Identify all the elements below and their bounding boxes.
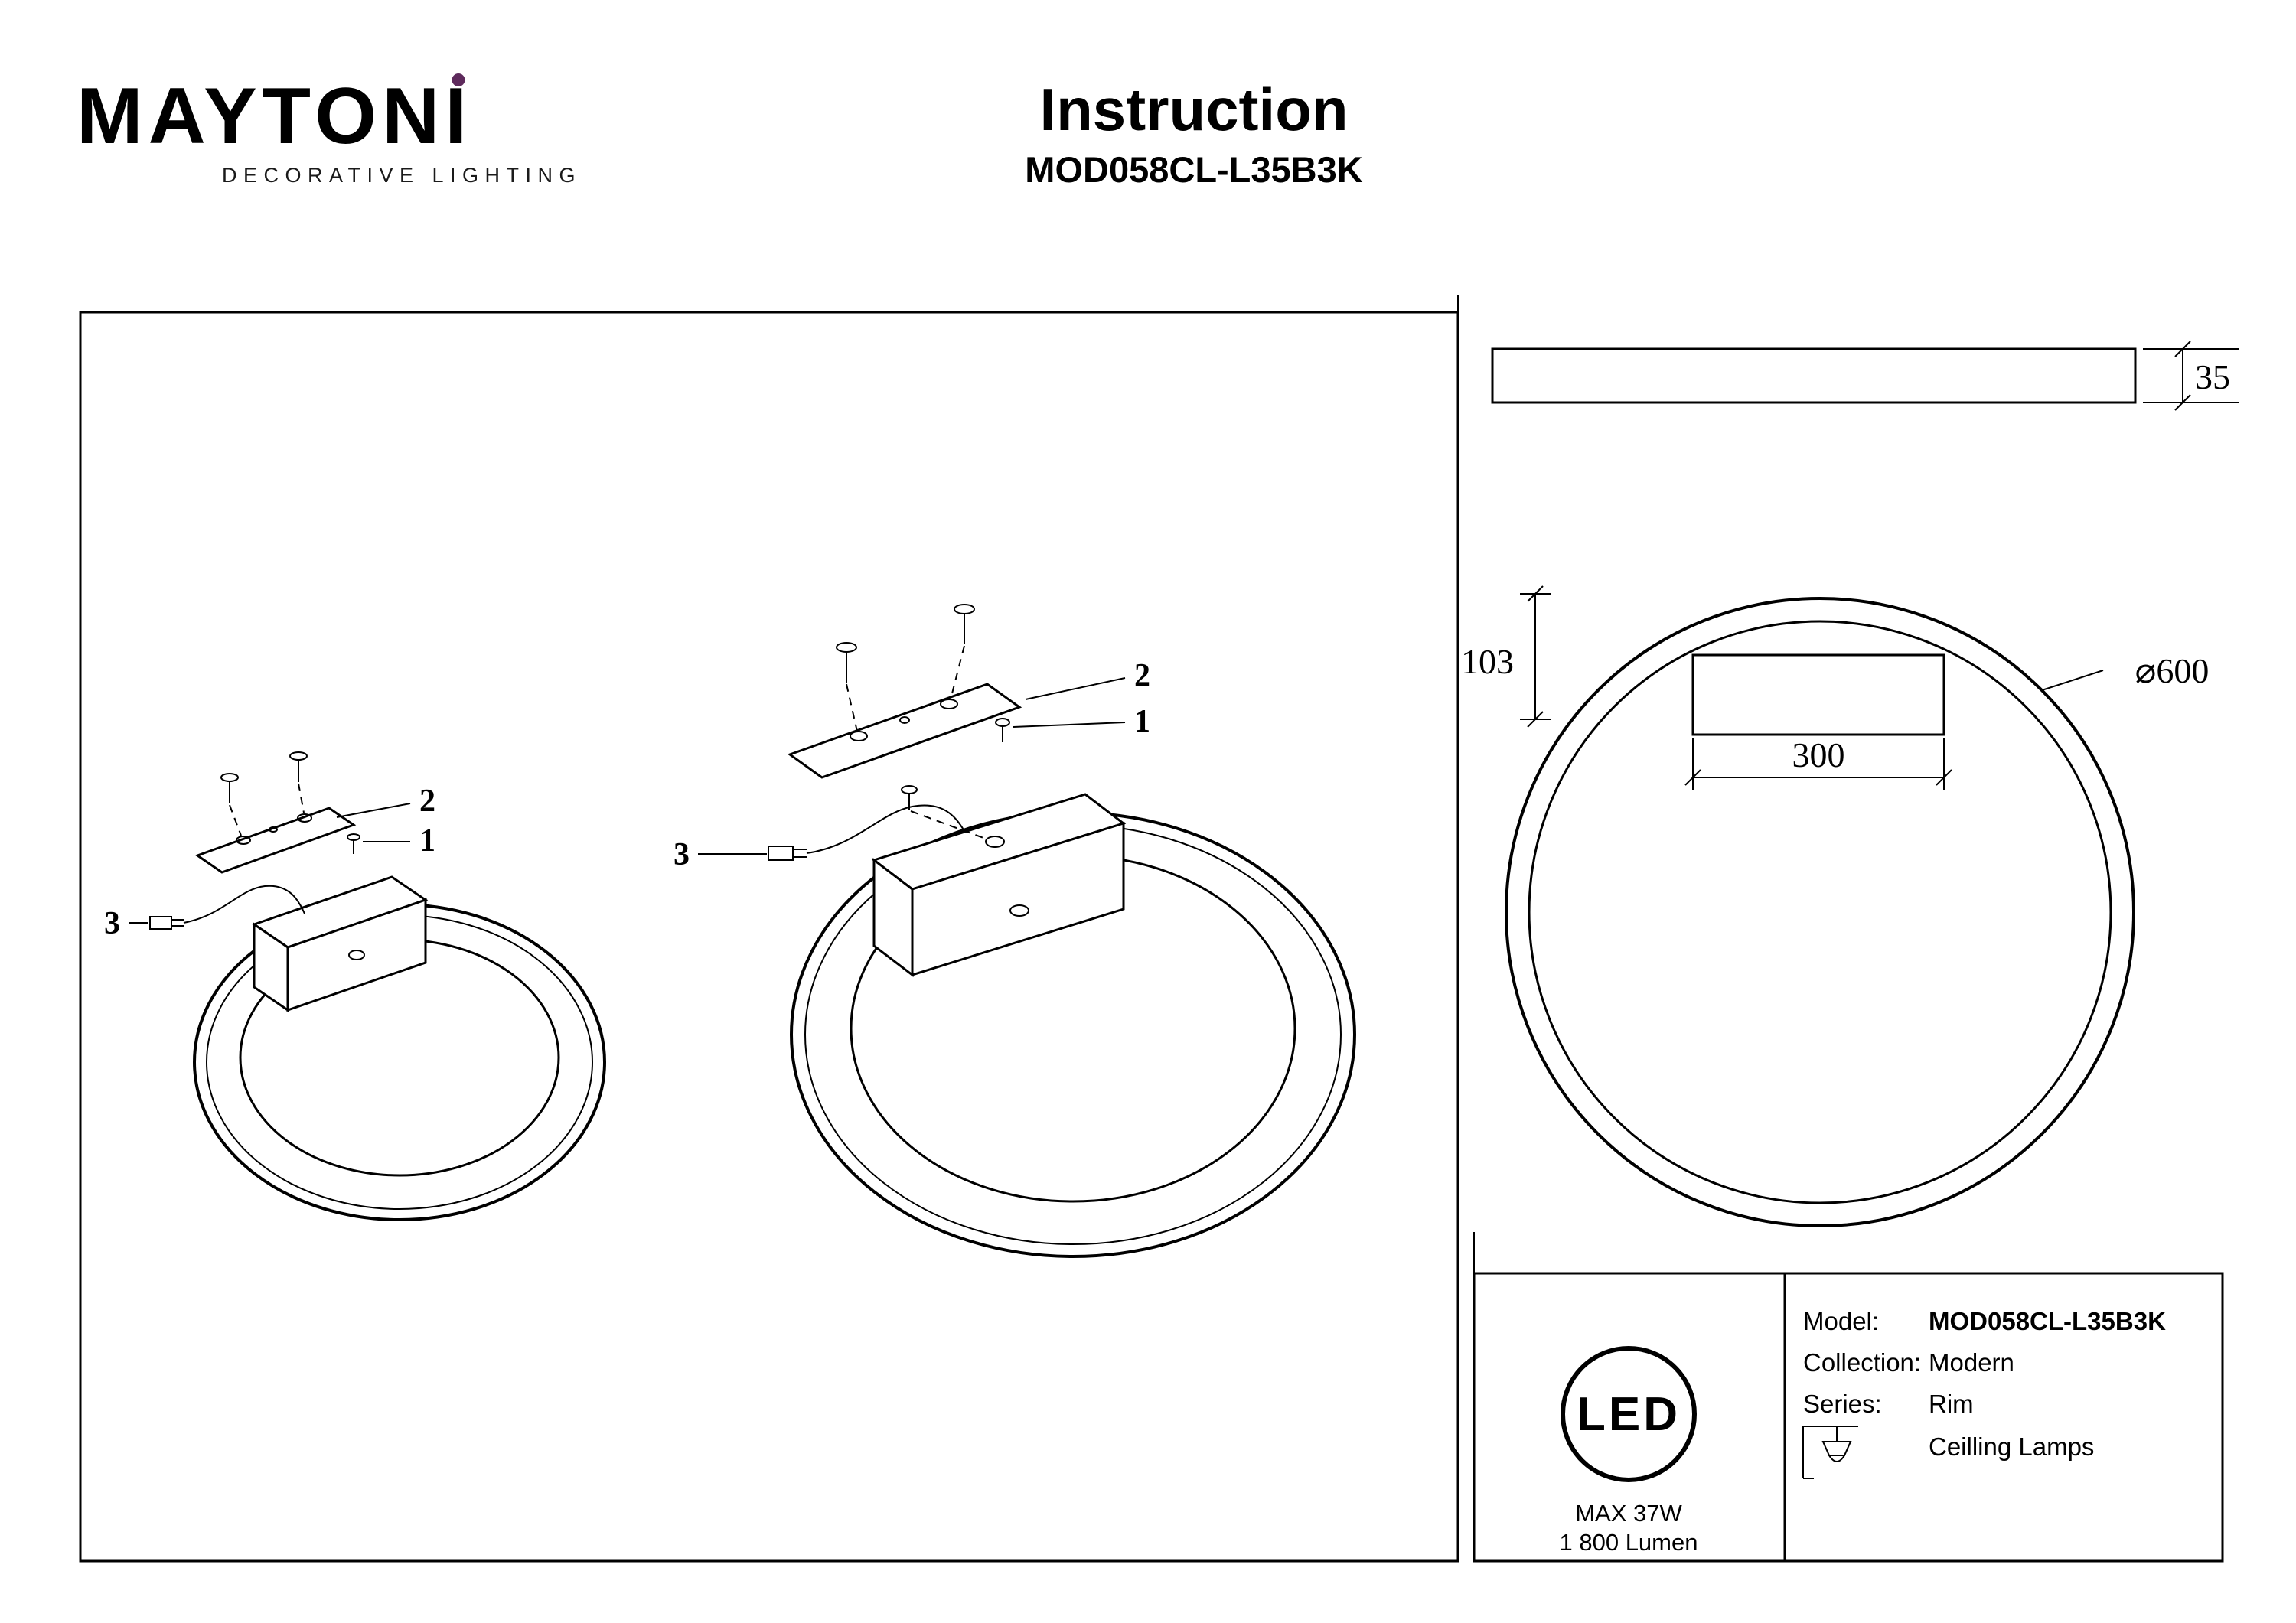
dim-103-label: 103 [1461,642,1514,681]
lumen-label: 1 800 Lumen [1560,1529,1698,1556]
model-value: MOD058CL-L35B3K [1929,1307,2166,1335]
exploded-view-medium: 2 1 3 [673,604,1356,1258]
series-label: Series: [1803,1390,1882,1418]
dimension-diameter: ⌀600 [2041,651,2210,691]
callout-3: 3 [673,837,690,872]
dim-diameter-label: ⌀600 [2135,651,2210,690]
callout-3: 3 [104,906,120,941]
logo-i-dot [452,73,465,86]
driver-box-small [251,875,429,1012]
dim-300-label: 300 [1792,735,1845,774]
wire-connector [768,846,807,861]
mounting-bracket-small [194,807,357,874]
model-label: Model: [1803,1307,1879,1335]
driver-box-medium [871,793,1127,978]
callout-1: 1 [1134,704,1150,739]
wire-connector [149,916,184,930]
callout-2: 2 [419,784,435,819]
logo-wordmark: MAYTONI [77,73,582,156]
led-logo: LED [1561,1346,1697,1482]
logo-subtitle: DECORATIVE LIGHTING [221,164,582,187]
logo-text-last: I [445,72,473,161]
logo-text-main: MAYTON [77,72,445,161]
driver-box-front [1691,653,1945,736]
profile-view [1491,347,2137,404]
title-block: Instruction MOD058CL-L35B3K [1025,80,1362,187]
dimension-103: 103 [1461,585,1551,728]
spec-box: LED MAX 37W 1 800 Lumen Model: MOD058CL-… [1473,1272,2224,1563]
max-power-label: MAX 37W [1575,1500,1682,1527]
ring-front-view: 300 ⌀600 [1505,597,2210,1227]
dimension-300: 300 [1684,735,1952,790]
dim-35-label: 35 [2195,357,2230,396]
screw-icon [220,773,242,836]
dimension-35: 35 [2143,341,2239,411]
callout-2: 2 [1134,658,1150,693]
ceiling-lamp-icon [1802,1426,1858,1479]
exploded-view-small: 2 1 3 [104,751,606,1221]
type-value: Ceilling Lamps [1929,1432,2094,1461]
collection-value: Modern [1929,1348,2014,1377]
mounting-bracket-medium [787,683,1022,779]
screw-icon [347,833,360,854]
led-label: LED [1577,1388,1681,1441]
screw-icon [901,785,984,839]
maytoni-logo: MAYTONI DECORATIVE LIGHTING [77,73,582,187]
series-value: Rim [1929,1390,1974,1418]
screw-icon [950,604,975,700]
screw-icon [289,751,308,813]
power-wire [183,885,305,924]
collection-label: Collection: [1803,1348,1921,1377]
model-code: MOD058CL-L35B3K [1025,149,1363,190]
drawing-frame [79,295,1475,1563]
screw-icon [995,718,1010,742]
screw-icon [836,642,858,732]
callout-1: 1 [419,823,435,859]
page-title: Instruction [1039,76,1349,143]
